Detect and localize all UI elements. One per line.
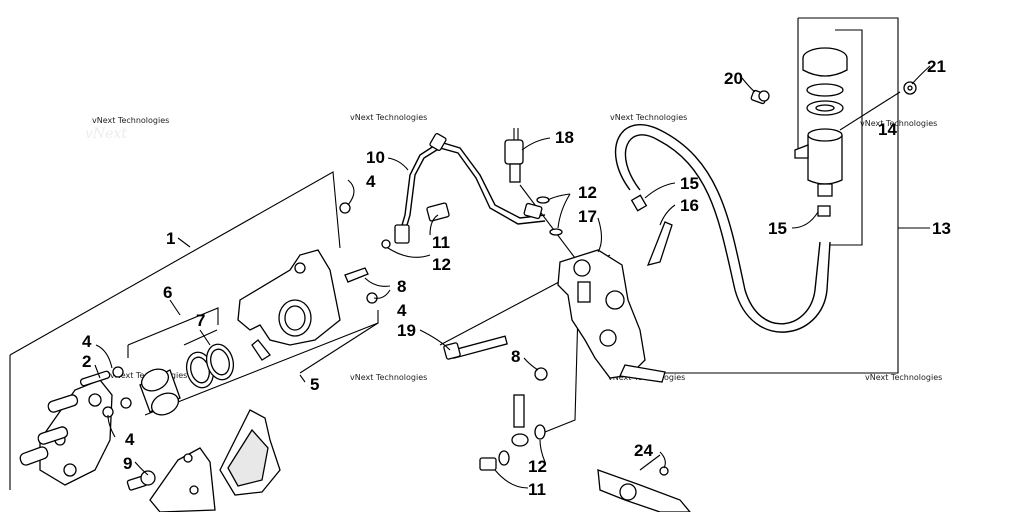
- callout-2: 2: [82, 352, 91, 371]
- brake-pedal-24: [597, 466, 691, 512]
- switch-18: [504, 128, 524, 183]
- watermark-6: vNext Technologies: [350, 373, 427, 382]
- callout-12-lower: 12: [528, 457, 547, 476]
- piston-6: [139, 368, 181, 416]
- reservoir-14: [794, 47, 848, 197]
- watermark-4: vNext Technologies: [860, 119, 937, 128]
- callout-7: 7: [196, 311, 205, 330]
- master-cylinder-17: [557, 221, 673, 383]
- washers-12-upper: [536, 196, 563, 236]
- callout-6: 6: [163, 283, 172, 302]
- watermark-3: vNext Technologies: [610, 113, 687, 122]
- svg-text:vNext: vNext: [85, 126, 127, 142]
- callout-15-lower: 15: [768, 219, 787, 238]
- bolt-19: [443, 335, 508, 360]
- callout-18: 18: [555, 128, 574, 147]
- callout-8-lower: 8: [511, 347, 520, 366]
- callout-12-upper: 12: [578, 183, 597, 202]
- callout-10: 10: [366, 148, 385, 167]
- nut-8-lower: [534, 367, 548, 381]
- brake-line-10: [394, 133, 546, 244]
- seals-7: [185, 343, 235, 389]
- callout-11-upper: 11: [432, 233, 450, 252]
- callout-17: 17: [578, 207, 597, 226]
- callout-21: 21: [927, 57, 946, 76]
- nut-21: [903, 81, 917, 95]
- caliper-bracket: [19, 370, 113, 486]
- washers-4: [102, 202, 378, 418]
- callout-20: 20: [724, 69, 743, 88]
- screw-20: [750, 89, 770, 105]
- reservoir-hose-15: [614, 124, 831, 333]
- watermark-1: vNext Technologies: [92, 116, 169, 125]
- callout-5: 5: [310, 375, 319, 394]
- callout-12-left: 12: [432, 255, 451, 274]
- callout-19: 19: [397, 321, 416, 340]
- watermark-8: vNext Technologies: [865, 373, 942, 382]
- callout-1: 1: [166, 229, 175, 248]
- callout-4-top: 4: [366, 172, 376, 191]
- brake-pads: [149, 409, 281, 512]
- callout-16: 16: [680, 196, 699, 215]
- banjo-bolt-11-upper: [381, 202, 450, 249]
- caliper-body-5: [237, 249, 369, 361]
- callout-15-upper: 15: [680, 174, 699, 193]
- callout-4-bottom: 4: [125, 430, 135, 449]
- callouts: 1 2 4 4 4 4 5 6 7 8 8 9 10 11 11 12 12 1…: [82, 57, 951, 499]
- callout-14: 14: [878, 120, 897, 139]
- callout-4-lower-left: 4: [82, 332, 92, 351]
- callout-9: 9: [123, 454, 132, 473]
- lower-line-fitting: [479, 394, 546, 471]
- watermark-2: vNext Technologies: [350, 113, 427, 122]
- callout-4-right: 4: [397, 301, 407, 320]
- callout-13: 13: [932, 219, 951, 238]
- callout-24: 24: [634, 441, 653, 460]
- bolt-9-part: [126, 470, 156, 491]
- callout-8-upper: 8: [397, 277, 406, 296]
- assembly-lines: [9, 17, 930, 490]
- callout-11-lower: 11: [528, 480, 546, 499]
- leader-lines: [94, 65, 931, 489]
